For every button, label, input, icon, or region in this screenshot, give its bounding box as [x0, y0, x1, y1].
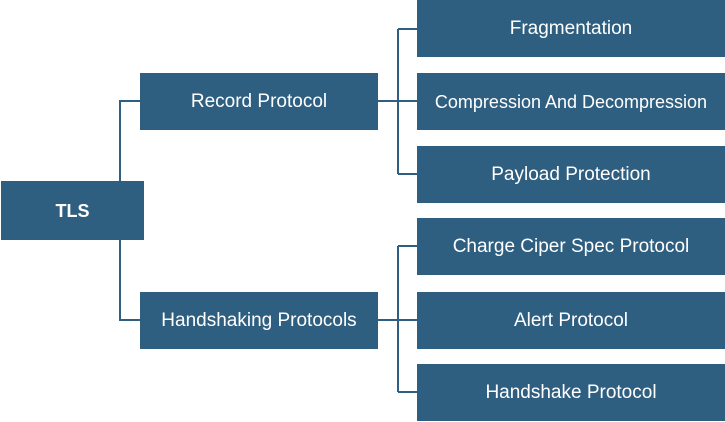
handshake-protocol-node: Handshake Protocol [417, 364, 725, 421]
payload-protection-node: Payload Protection [417, 146, 725, 203]
record-protocol-node: Record Protocol [140, 73, 378, 130]
handshaking-protocols-node: Handshaking Protocols [140, 292, 378, 349]
tls-root-node: TLS [1, 181, 144, 240]
record-protocol-connector [378, 28, 417, 175]
handshaking-protocols-connector [378, 245, 417, 393]
root-to-branches-connector [119, 100, 140, 321]
charge-ciper-spec-protocol-node: Charge Ciper Spec Protocol [417, 218, 725, 275]
fragmentation-node: Fragmentation [417, 0, 725, 57]
compression-decompression-node: Compression And Decompression [417, 73, 725, 130]
alert-protocol-node: Alert Protocol [417, 292, 725, 349]
